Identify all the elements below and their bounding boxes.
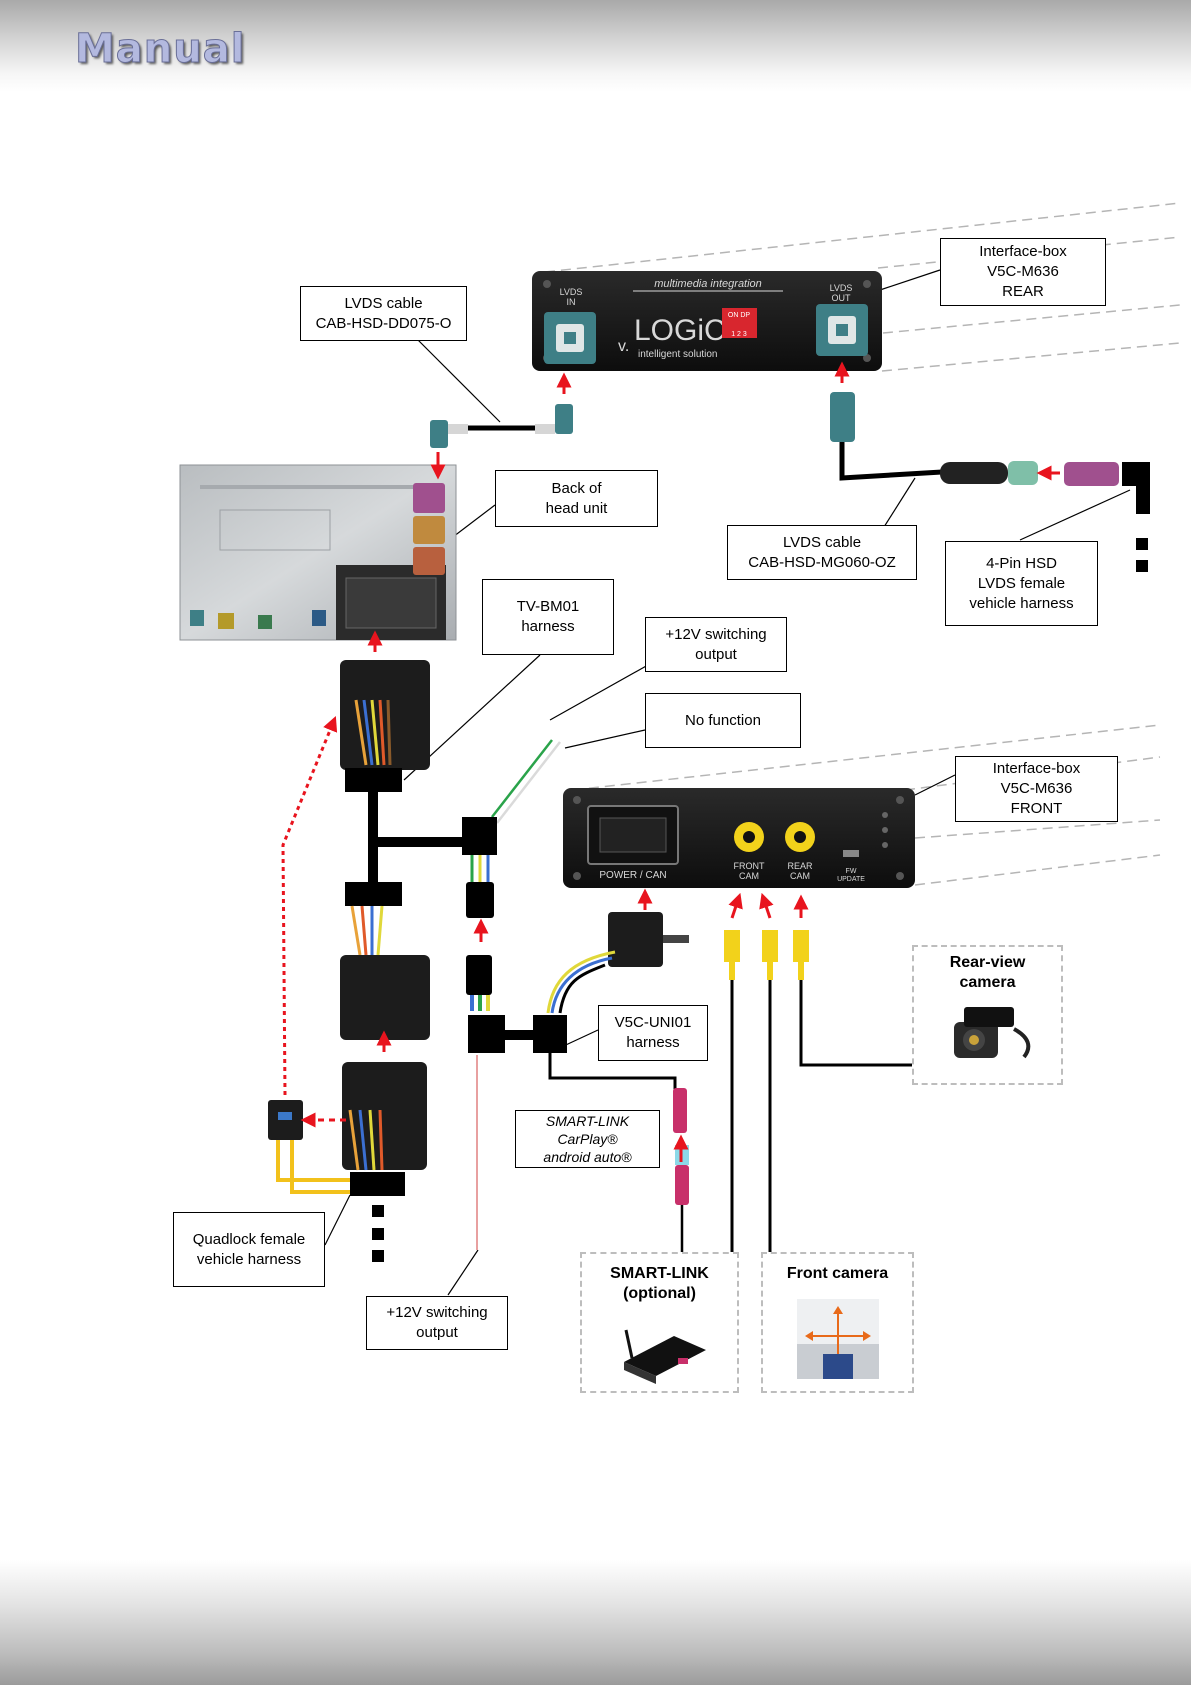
rca-cables-graphic bbox=[724, 930, 915, 1252]
head-unit-graphic bbox=[179, 464, 457, 641]
front-camera-title: Front camera bbox=[786, 1265, 889, 1282]
rear-camera-icon bbox=[954, 1007, 1031, 1059]
tv-bm01-harness-graphic bbox=[340, 660, 497, 1040]
svg-text:REAR: REAR bbox=[787, 861, 813, 871]
svg-text:FRONT: FRONT bbox=[734, 861, 765, 871]
svg-text:ON DP: ON DP bbox=[728, 312, 751, 319]
page-title: Manual bbox=[74, 26, 246, 73]
svg-text:1 2 3: 1 2 3 bbox=[731, 331, 747, 338]
rear-camera-title: Rear-view bbox=[949, 954, 1026, 971]
quadlock-harness-graphic bbox=[268, 1062, 427, 1262]
interface-box-front-body: POWER / CAN FRONT CAM REAR CAM FW UPDATE bbox=[563, 788, 915, 888]
smartlink-title: SMART-LINK bbox=[610, 1265, 709, 1282]
svg-text:UPDATE: UPDATE bbox=[837, 876, 865, 883]
svg-text:LOGiC: LOGiC bbox=[634, 314, 726, 347]
interface-box-rear-body: multimedia integration LVDS IN LVDS OUT … bbox=[532, 271, 882, 371]
svg-text:POWER / CAN: POWER / CAN bbox=[599, 870, 666, 881]
lvds-cable-mg060-graphic bbox=[830, 392, 1150, 572]
label-no-function: No function bbox=[645, 693, 801, 748]
uni01-harness-graphic bbox=[466, 912, 689, 1205]
svg-text:FW: FW bbox=[846, 868, 857, 875]
connection-arrows bbox=[281, 361, 1060, 1162]
svg-text:CAM: CAM bbox=[790, 871, 810, 881]
footer-banner bbox=[0, 1560, 1191, 1685]
svg-text:LVDS: LVDS bbox=[560, 287, 583, 297]
front-camera-icon bbox=[797, 1299, 879, 1379]
smartlink-optional-panel: SMART-LINK(optional) bbox=[580, 1252, 739, 1393]
svg-text:multimedia integration: multimedia integration bbox=[654, 278, 762, 290]
front-camera-panel: Front camera bbox=[761, 1252, 914, 1393]
svg-text:OUT: OUT bbox=[832, 293, 852, 303]
header-banner: Manual bbox=[0, 0, 1191, 92]
svg-text:LVDS: LVDS bbox=[830, 283, 853, 293]
smartlink-device-icon bbox=[624, 1329, 706, 1384]
lvds-cable-dd075-graphic bbox=[430, 404, 573, 448]
svg-text:intelligent solution: intelligent solution bbox=[638, 349, 718, 360]
svg-text:IN: IN bbox=[567, 297, 576, 307]
svg-text:CAM: CAM bbox=[739, 871, 759, 881]
svg-text:v.: v. bbox=[618, 338, 629, 355]
